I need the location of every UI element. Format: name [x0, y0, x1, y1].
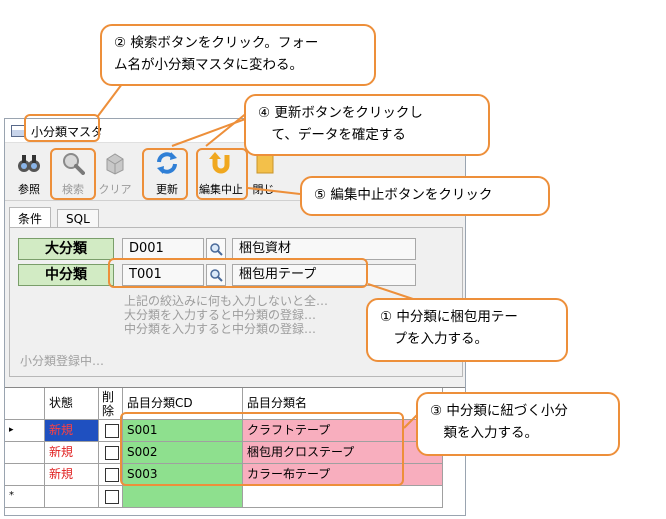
magnifier-icon: [210, 269, 223, 282]
delete-checkbox[interactable]: [105, 490, 119, 504]
new-row-code[interactable]: [123, 486, 243, 508]
callout-line: ② 検索ボタンをクリック。フォー: [114, 35, 319, 51]
middle-lookup-button[interactable]: [206, 264, 226, 286]
search-label: 検索: [62, 183, 84, 196]
clear-icon: [106, 153, 124, 175]
tab-sql[interactable]: SQL: [57, 209, 99, 229]
cancel-edit-label: 編集中止: [199, 183, 243, 196]
major-lookup-button[interactable]: [206, 238, 226, 260]
close-button[interactable]: 閉じる: [249, 149, 275, 197]
middle-name-field: 梱包用テープ: [232, 264, 416, 286]
delete-checkbox-cell[interactable]: [99, 420, 123, 442]
delete-checkbox[interactable]: [105, 468, 119, 482]
delete-checkbox[interactable]: [105, 424, 119, 438]
clear-label: クリア: [98, 183, 132, 196]
callout-line: ム名が小分類マスタに変わる。: [114, 57, 303, 73]
binoculars-icon: [18, 155, 40, 172]
window-title: 小分類マスタ: [31, 125, 104, 139]
callout-line: 類を入力する。: [430, 425, 538, 441]
row-name[interactable]: カラー布テープ: [243, 464, 443, 486]
column-header-status[interactable]: 状態: [45, 388, 99, 420]
callout-step-3: ③ 中分類に紐づく小分 類を入力する。: [416, 392, 620, 456]
tab-conditions[interactable]: 条件: [9, 207, 52, 229]
row-status[interactable]: 新規: [45, 442, 99, 464]
delete-checkbox-cell[interactable]: [99, 486, 123, 508]
callout-line: ① 中分類に梱包用テー: [380, 309, 518, 325]
search-button[interactable]: 検索: [51, 149, 95, 197]
callout-step-2: ② 検索ボタンをクリック。フォー ム名が小分類マスタに変わる。: [100, 24, 376, 86]
undo-icon: [209, 152, 230, 174]
row-indicator: ▸: [5, 420, 45, 442]
hint-line: 中分類を入力すると中分類の登録…: [124, 322, 317, 336]
delete-checkbox-cell[interactable]: [99, 464, 123, 486]
clear-button[interactable]: クリア: [93, 149, 137, 197]
row-indicator: [5, 464, 45, 486]
conditions-panel: 大分類 D001 梱包資材 中分類 T001 梱包用テープ 上記の絞込みに何も入…: [9, 227, 463, 377]
major-category-label: 大分類: [18, 238, 114, 260]
cancel-edit-highlight: [196, 148, 248, 200]
callout-line: ③ 中分類に紐づく小分: [430, 403, 568, 419]
browse-label: 参照: [18, 183, 40, 196]
delete-checkbox-cell[interactable]: [99, 442, 123, 464]
new-row-indicator: *: [5, 486, 45, 508]
row-code[interactable]: S002: [123, 442, 243, 464]
row-name[interactable]: クラフトテープ: [243, 420, 443, 442]
hint-line: 上記の絞込みに何も入力しないと全…: [124, 294, 329, 308]
column-header-code[interactable]: 品目分類CD: [123, 388, 243, 420]
cancel-edit-button[interactable]: 編集中止: [199, 149, 243, 197]
update-label: 更新: [156, 183, 178, 196]
hint-line: 大分類を入力すると中分類の登録…: [124, 308, 317, 322]
row-indicator: [5, 442, 45, 464]
tab-strip: 条件 SQL: [5, 205, 465, 229]
callout-line: て、データを確定する: [258, 127, 406, 143]
middle-code-input[interactable]: T001: [122, 264, 204, 286]
callout-line: プを入力する。: [380, 331, 488, 347]
row-name[interactable]: 梱包用クロステープ: [243, 442, 443, 464]
search-button-highlight: [50, 148, 96, 200]
row-status[interactable]: 新規: [45, 464, 99, 486]
refresh-icon: [157, 152, 177, 174]
middle-category-label: 中分類: [18, 264, 114, 286]
column-header-delete[interactable]: 削除: [99, 388, 123, 420]
callout-step-1: ① 中分類に梱包用テー プを入力する。: [366, 298, 568, 362]
update-button-highlight: [142, 148, 188, 200]
callout-line: ④ 更新ボタンをクリックし: [258, 105, 423, 121]
new-row-status[interactable]: [45, 486, 99, 508]
update-button[interactable]: 更新: [145, 149, 189, 197]
title-highlight: [24, 114, 100, 142]
middle-category-highlight: [108, 258, 368, 288]
delete-checkbox[interactable]: [105, 446, 119, 460]
callout-step-4: ④ 更新ボタンをクリックし て、データを確定する: [244, 94, 490, 156]
callout-step-5: ⑤ 編集中止ボタンをクリック: [300, 176, 550, 216]
grid-rows-highlight: [120, 412, 404, 486]
row-header-corner: [5, 388, 45, 420]
new-row-name[interactable]: [243, 486, 443, 508]
browse-button[interactable]: 参照: [7, 149, 51, 197]
major-code-input[interactable]: D001: [122, 238, 204, 260]
magnifier-icon: [210, 243, 223, 256]
data-grid: 状態 削除 品目分類CD 品目分類名 ▸ 新規 S001 クラフトテープ 新規 …: [5, 387, 465, 515]
callout-line: ⑤ 編集中止ボタンをクリック: [314, 187, 493, 203]
row-code[interactable]: S001: [123, 420, 243, 442]
row-status[interactable]: 新規: [45, 420, 99, 442]
status-text: 小分類登録中…: [20, 354, 105, 368]
search-icon: [63, 153, 85, 175]
